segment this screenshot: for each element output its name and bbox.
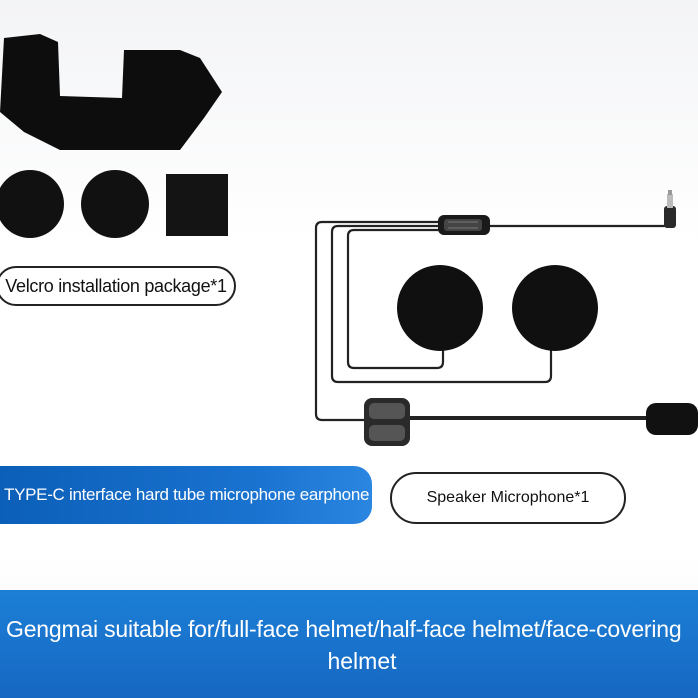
type-c-connector bbox=[438, 215, 490, 235]
compatibility-text-line1: Gengmai suitable for/full-face helmet/ha… bbox=[6, 616, 682, 642]
velcro-package-label: Velcro installation package*1 bbox=[0, 266, 236, 306]
speaker-left bbox=[397, 265, 483, 351]
speaker-right bbox=[512, 265, 598, 351]
type-c-earphone-label: TYPE-C interface hard tube microphone ea… bbox=[4, 485, 370, 504]
speaker-microphone-label: Speaker Microphone*1 bbox=[390, 472, 626, 524]
compatibility-text-line2: helmet bbox=[327, 648, 397, 674]
velcro-round-pad bbox=[0, 170, 64, 238]
type-c-earphone-banner: TYPE-C interface hard tube microphone ea… bbox=[0, 466, 372, 524]
mic-foam bbox=[646, 403, 698, 435]
compatibility-banner: Gengmai suitable for/full-face helmet/ha… bbox=[0, 590, 698, 698]
velcro-large-pad bbox=[0, 34, 222, 150]
audio-plug bbox=[664, 190, 676, 228]
earphone-cables bbox=[314, 204, 672, 422]
velcro-round-pad bbox=[81, 170, 149, 238]
mic-mount-clip bbox=[364, 398, 410, 446]
velcro-square-pad bbox=[166, 174, 228, 236]
